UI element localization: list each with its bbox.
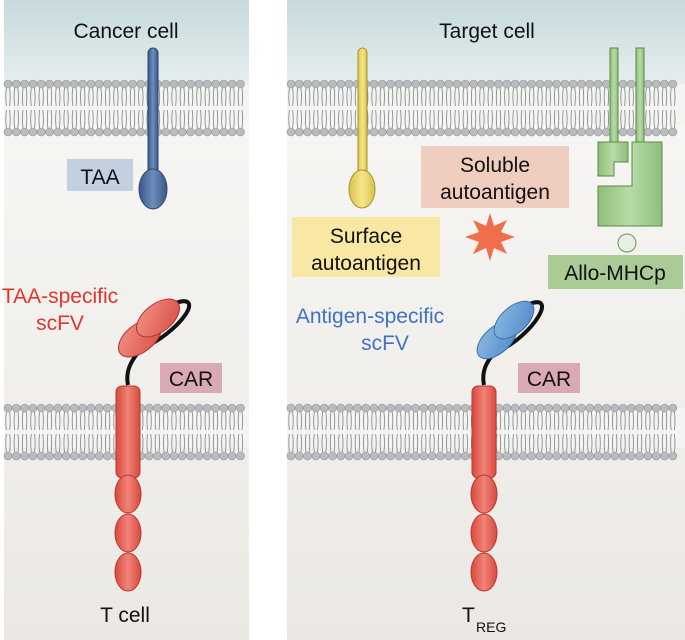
- allo-mhc-molecule: [597, 47, 663, 253]
- car-label-right-text: CAR: [527, 368, 571, 391]
- surface-label-line1: Surface: [330, 225, 402, 248]
- taa-label-text: TAA: [80, 166, 119, 189]
- car-label-left: CAR: [160, 363, 222, 393]
- soluble-label-line1: Soluble: [460, 154, 530, 177]
- car-label-left-text: CAR: [169, 368, 213, 391]
- treg-title: T REG: [462, 604, 506, 635]
- surface-autoantigen-label: Surface autoantigen: [292, 217, 440, 277]
- scfv-label-right: scFV: [361, 332, 409, 355]
- antigen-specific-scfv: [476, 300, 545, 360]
- antigen-specific-label: Antigen-specific: [296, 305, 444, 328]
- car-receptor-left: [114, 298, 192, 592]
- soluble-label-line2: autoantigen: [440, 181, 550, 204]
- car-receptor-right: [470, 300, 545, 592]
- treg-title-main: T: [462, 604, 475, 627]
- soluble-autoantigen-star: [465, 213, 515, 261]
- allo-mhcp-label-text: Allo-MHCp: [564, 262, 666, 285]
- target-cell-title: Target cell: [439, 20, 535, 43]
- taa-antigen: [138, 47, 168, 210]
- car-label-right: CAR: [518, 363, 580, 393]
- cancer-cell-title: Cancer cell: [73, 20, 178, 43]
- surface-autoantigen: [348, 47, 376, 209]
- cancer-cell-body: [4, 0, 249, 84]
- scfv-label-left: scFV: [36, 312, 84, 335]
- surface-label-line2: autoantigen: [311, 252, 421, 275]
- taa-label: TAA: [67, 159, 133, 191]
- taa-specific-label: TAA-specific: [2, 285, 118, 308]
- t-cell-title: T cell: [100, 604, 150, 627]
- left-panel: Cancer cell TAA TAA-specific scFV CAR T …: [2, 0, 249, 640]
- taa-specific-scfv: [117, 298, 192, 358]
- right-panel: Target cell Surface autoantigen Soluble …: [286, 0, 685, 640]
- soluble-autoantigen-label: Soluble autoantigen: [421, 146, 569, 208]
- allo-mhcp-label: Allo-MHCp: [548, 255, 683, 289]
- target-cell-membrane: [286, 79, 685, 137]
- target-cell-body: [287, 0, 685, 84]
- cancer-cell-membrane: [3, 79, 249, 137]
- treg-title-sub: REG: [476, 619, 506, 635]
